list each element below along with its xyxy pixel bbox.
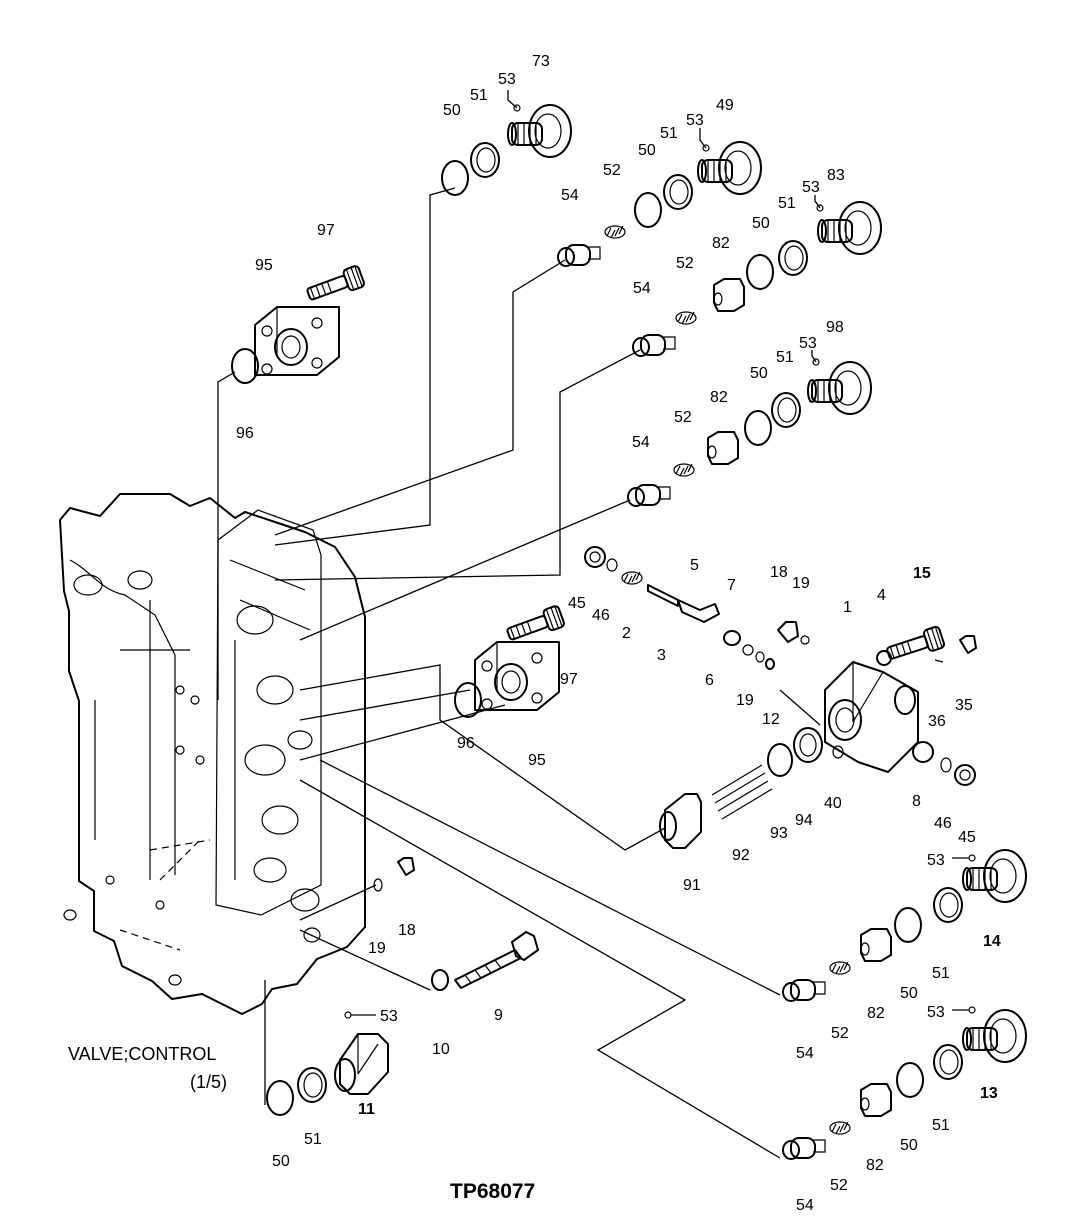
callout-95: 95 xyxy=(255,257,273,274)
leader-lines xyxy=(217,187,821,1159)
callout-98: 98 xyxy=(826,319,844,336)
callout-13: 13 xyxy=(980,1085,998,1102)
callout-50: 50 xyxy=(272,1153,290,1170)
callout-15: 15 xyxy=(913,565,931,582)
callout-50: 50 xyxy=(443,102,461,119)
callout-12: 12 xyxy=(762,711,780,728)
sub-valve-assembly xyxy=(584,546,977,786)
callout-45: 45 xyxy=(958,829,976,846)
callout-7: 7 xyxy=(727,577,736,594)
callout-82: 82 xyxy=(712,235,730,252)
callout-54: 54 xyxy=(633,280,651,297)
callout-5: 5 xyxy=(690,557,699,574)
callout-14: 14 xyxy=(983,933,1001,950)
valve-body xyxy=(59,493,366,1015)
callout-18: 18 xyxy=(398,922,416,939)
parts-row-73 xyxy=(441,104,572,196)
callout-49: 49 xyxy=(716,97,734,114)
callout-52: 52 xyxy=(830,1177,848,1194)
callout-53-markers xyxy=(344,90,976,1019)
callout-53: 53 xyxy=(799,335,817,352)
callout-46: 46 xyxy=(934,815,952,832)
bolt-assembly xyxy=(373,857,539,991)
callout-51: 51 xyxy=(778,195,796,212)
callout-11: 11 xyxy=(358,1101,375,1118)
callout-18: 18 xyxy=(770,564,788,581)
callout-50: 50 xyxy=(638,142,656,159)
callout-91: 91 xyxy=(683,877,701,894)
callout-50: 50 xyxy=(900,985,918,1002)
callout-51: 51 xyxy=(470,87,488,104)
callout-52: 52 xyxy=(676,255,694,272)
callout-6: 6 xyxy=(705,672,714,689)
callout-52: 52 xyxy=(603,162,621,179)
callout-94: 94 xyxy=(795,812,813,829)
callout-54: 54 xyxy=(796,1045,814,1062)
callout-40: 40 xyxy=(824,795,842,812)
callout-73: 73 xyxy=(532,53,550,70)
callout-50: 50 xyxy=(900,1137,918,1154)
callout-36: 36 xyxy=(928,713,946,730)
callout-51: 51 xyxy=(776,349,794,366)
callout-8: 8 xyxy=(912,793,921,810)
flange-lower xyxy=(454,604,567,718)
callout-10: 10 xyxy=(432,1041,450,1058)
parts-row-14 xyxy=(782,849,1027,1002)
flange-upper xyxy=(231,264,367,384)
callout-83: 83 xyxy=(827,167,845,184)
callout-51: 51 xyxy=(932,965,950,982)
plunger-assembly xyxy=(659,727,823,849)
callout-82: 82 xyxy=(867,1005,885,1022)
callout-53: 53 xyxy=(498,71,516,88)
callout-1: 1 xyxy=(843,599,852,616)
callout-45: 45 xyxy=(568,595,586,612)
callout-97: 97 xyxy=(560,671,578,688)
callout-95: 95 xyxy=(528,752,546,769)
callout-19: 19 xyxy=(792,575,810,592)
callout-46: 46 xyxy=(592,607,610,624)
callout-96: 96 xyxy=(457,735,475,752)
callout-9: 9 xyxy=(494,1007,503,1024)
callout-53: 53 xyxy=(802,179,820,196)
callout-19: 19 xyxy=(736,692,754,709)
callout-54: 54 xyxy=(632,434,650,451)
diagram-caption-sheet: (1/5) xyxy=(190,1072,227,1092)
callout-54: 54 xyxy=(796,1197,814,1214)
callout-93: 93 xyxy=(770,825,788,842)
callout-54: 54 xyxy=(561,187,579,204)
callout-53: 53 xyxy=(927,852,945,869)
callout-51: 51 xyxy=(932,1117,950,1134)
callout-35: 35 xyxy=(955,697,973,714)
callout-19: 19 xyxy=(368,940,386,957)
parts-row-49 xyxy=(557,141,762,267)
callout-51: 51 xyxy=(660,125,678,142)
callout-50: 50 xyxy=(750,365,768,382)
callout-52: 52 xyxy=(674,409,692,426)
callout-53: 53 xyxy=(380,1008,398,1025)
callout-2: 2 xyxy=(622,625,631,642)
callout-82: 82 xyxy=(866,1157,884,1174)
callout-53: 53 xyxy=(927,1004,945,1021)
figure-code: TP68077 xyxy=(450,1180,535,1203)
callout-92: 92 xyxy=(732,847,750,864)
callout-labels: 73 53 51 50 49 53 51 50 52 54 83 53 51 5… xyxy=(236,53,1001,1214)
parts-row-98 xyxy=(627,361,872,507)
callout-50: 50 xyxy=(752,215,770,232)
diagram-caption-title: VALVE;CONTROL xyxy=(68,1044,216,1064)
callout-53: 53 xyxy=(686,112,704,129)
callout-97: 97 xyxy=(317,222,335,239)
callout-96: 96 xyxy=(236,425,254,442)
plug-assembly-11 xyxy=(266,1033,389,1116)
callout-4: 4 xyxy=(877,587,886,604)
callout-82: 82 xyxy=(710,389,728,406)
callout-3: 3 xyxy=(657,647,666,664)
callout-52: 52 xyxy=(831,1025,849,1042)
callout-51: 51 xyxy=(304,1131,322,1148)
